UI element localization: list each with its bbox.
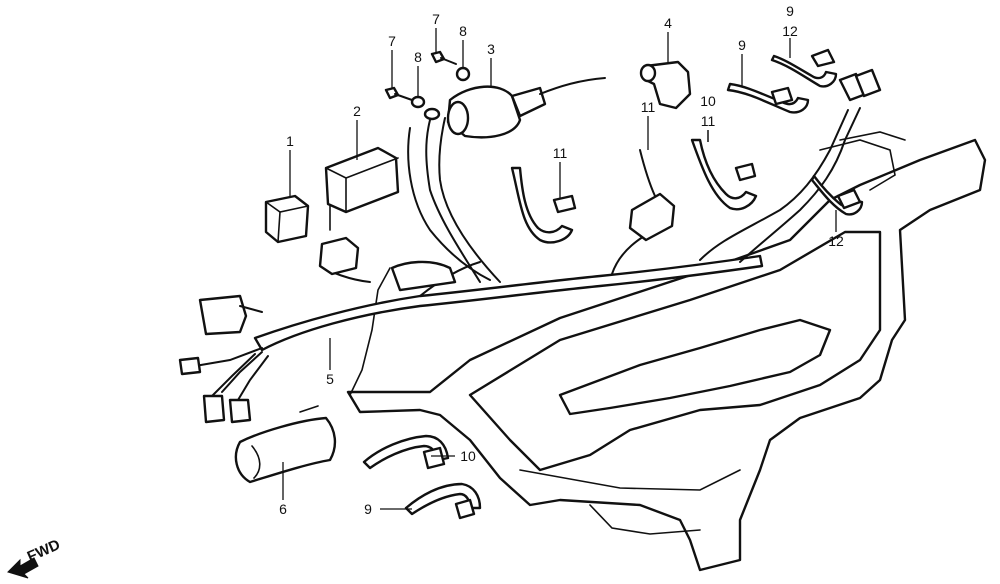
harness-connector bbox=[628, 149, 676, 242]
callout-leaders bbox=[282, 28, 837, 510]
forward-label: FWD bbox=[25, 536, 63, 565]
bolt-and-washer-set bbox=[384, 50, 471, 109]
callout-11-right: 11 bbox=[701, 113, 716, 129]
forward-arrow-icon bbox=[7, 557, 39, 579]
callout-8-right: 8 bbox=[459, 23, 467, 39]
callout-1: 1 bbox=[286, 133, 294, 149]
forward-direction-indicator: FWD bbox=[7, 536, 63, 579]
callout-7-left: 7 bbox=[388, 33, 396, 49]
callout-2: 2 bbox=[353, 103, 361, 119]
clamp-band-set bbox=[362, 48, 882, 520]
callout-10-bottom: 10 bbox=[460, 448, 476, 464]
callout-9-top-right: 9 bbox=[786, 3, 794, 19]
callout-9-bottom: 9 bbox=[364, 501, 372, 517]
part-harness-cover bbox=[234, 405, 337, 484]
callout-11-left: 11 bbox=[553, 145, 568, 161]
callout-12-lower: 12 bbox=[828, 233, 844, 249]
part-plug-cap bbox=[639, 60, 692, 110]
callout-10-top: 10 bbox=[700, 93, 716, 109]
callout-9-top: 9 bbox=[738, 37, 746, 53]
frame bbox=[346, 131, 987, 572]
callout-7-right: 7 bbox=[432, 11, 440, 27]
callout-3: 3 bbox=[487, 41, 495, 57]
callout-4: 4 bbox=[664, 15, 672, 31]
callout-6: 6 bbox=[279, 501, 287, 517]
callout-11-middle: 11 bbox=[641, 99, 656, 115]
callout-labels: 1 2 3 4 5 6 7 7 8 8 9 9 9 10 10 11 11 11… bbox=[279, 3, 844, 517]
callout-12-top: 12 bbox=[782, 23, 798, 39]
callout-5: 5 bbox=[326, 371, 334, 387]
part-ignition-coil bbox=[423, 77, 606, 139]
part-relay bbox=[264, 194, 310, 244]
callout-8-left: 8 bbox=[414, 49, 422, 65]
part-regulator bbox=[318, 146, 400, 276]
